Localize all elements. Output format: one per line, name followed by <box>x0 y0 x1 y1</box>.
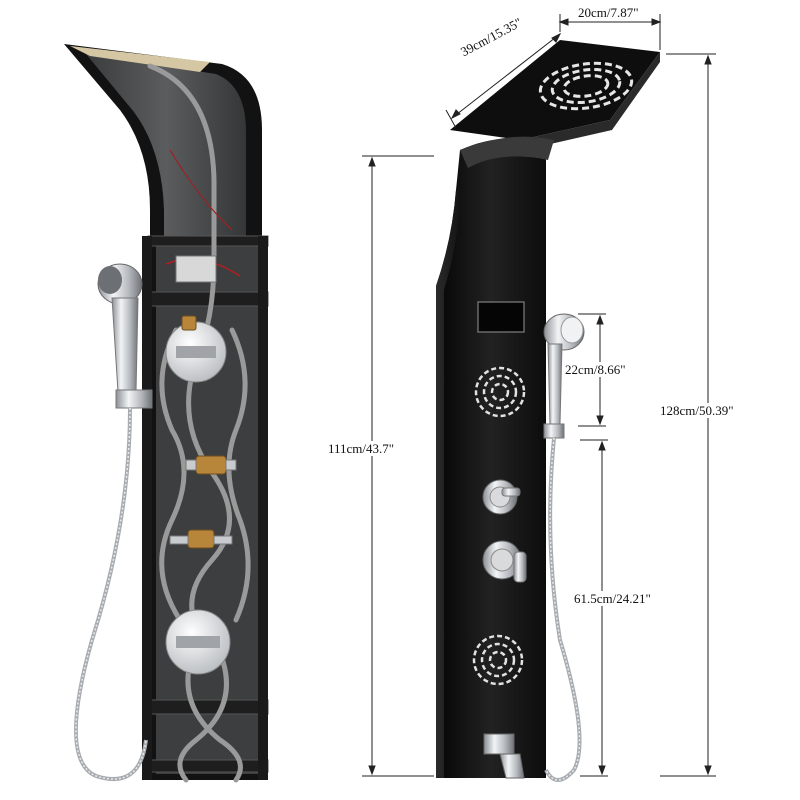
shower-panel-body <box>436 138 546 778</box>
hand-shower-left <box>97 263 153 409</box>
crossbar <box>147 699 269 715</box>
diverter-knob <box>482 479 521 515</box>
dimension-label-hose-height: 61.5cm/24.21" <box>574 591 651 606</box>
dimension-label-panel-height: 111cm/43.7" <box>328 441 395 456</box>
internal-hoses <box>147 63 251 783</box>
massage-jet-upper <box>474 366 526 418</box>
dimension-label-total-height: 128cm/50.39" <box>660 403 734 418</box>
panel-interior-view <box>64 44 269 783</box>
hand-shower-right <box>543 313 585 439</box>
crossbar <box>147 291 269 307</box>
panel-interior-cavity <box>86 54 246 236</box>
control-box <box>175 255 217 283</box>
massage-jet-lower <box>472 634 524 686</box>
dimension-label-top-width: 20cm/7.87" <box>578 5 639 20</box>
digital-display <box>477 301 525 333</box>
tub-spout <box>483 733 525 779</box>
rain-nozzle-pattern <box>538 61 634 111</box>
hand-shower-hose-left <box>73 407 148 782</box>
panel-front-view <box>436 40 660 782</box>
brass-fittings <box>181 315 227 549</box>
crossbar <box>147 759 269 773</box>
hand-shower-hose-right <box>544 437 582 782</box>
dimension-label-handshower-height: 22cm/8.66" <box>565 362 626 377</box>
crossbar <box>147 235 269 247</box>
mixer-knob <box>482 540 527 583</box>
